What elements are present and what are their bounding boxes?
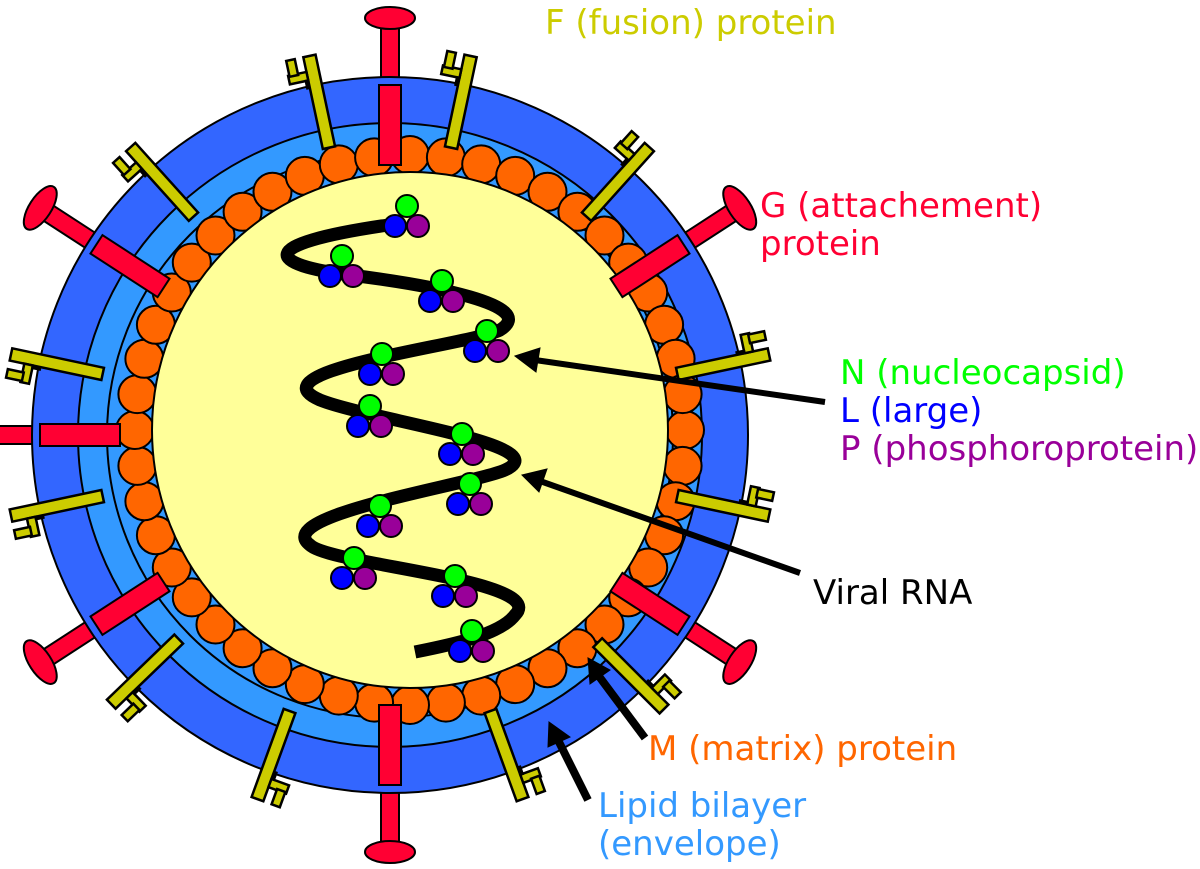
matrix-arrow bbox=[594, 672, 649, 741]
nlp-cluster bbox=[346, 394, 393, 438]
g-protein-stem bbox=[609, 571, 691, 637]
lipid-label-line1: Lipid bilayer bbox=[598, 786, 807, 826]
n-protein bbox=[370, 342, 394, 366]
g-protein-stem bbox=[39, 423, 121, 447]
n-protein bbox=[475, 319, 499, 343]
l-protein bbox=[330, 566, 354, 590]
nlp-cluster bbox=[448, 619, 495, 663]
nlp-cluster bbox=[330, 546, 377, 590]
matrix-protein bbox=[195, 215, 236, 256]
matrix-protein bbox=[115, 410, 155, 450]
l-protein bbox=[418, 289, 442, 313]
nlp-clusters bbox=[318, 194, 510, 663]
rna-arrowhead bbox=[521, 468, 548, 493]
l-protein bbox=[446, 492, 470, 516]
n-protein bbox=[460, 619, 484, 643]
matrix-protein bbox=[584, 215, 625, 256]
rna-arrow bbox=[538, 478, 802, 576]
p-protein bbox=[406, 214, 430, 238]
n-protein bbox=[443, 564, 467, 588]
lipid-label-line2: (envelope) bbox=[598, 824, 781, 864]
n-protein bbox=[368, 494, 392, 518]
n-protein bbox=[430, 269, 454, 293]
p-protein bbox=[353, 566, 377, 590]
l-protein bbox=[383, 214, 407, 238]
p-protein bbox=[441, 289, 465, 313]
p-protein bbox=[341, 264, 365, 288]
l-protein bbox=[431, 584, 455, 608]
matrix-protein bbox=[665, 410, 705, 450]
rna-label: Viral RNA bbox=[813, 573, 973, 613]
nlp-cluster bbox=[438, 422, 485, 466]
l-protein bbox=[448, 639, 472, 663]
l-protein bbox=[358, 362, 382, 386]
n-protein bbox=[342, 546, 366, 570]
nlp-cluster bbox=[318, 244, 365, 288]
lipid-arrow bbox=[554, 738, 592, 802]
n-protein bbox=[358, 394, 382, 418]
p-protein bbox=[454, 584, 478, 608]
p-protein bbox=[381, 362, 405, 386]
large-label: L (large) bbox=[840, 391, 983, 431]
n-protein bbox=[450, 422, 474, 446]
matrix-protein bbox=[195, 604, 236, 645]
n-protein bbox=[330, 244, 354, 268]
l-protein bbox=[438, 442, 462, 466]
attachment-label-line1: G (attachement) bbox=[760, 186, 1043, 226]
nlp-cluster bbox=[356, 494, 403, 538]
nlp-arrow bbox=[534, 357, 826, 405]
nlp-cluster bbox=[431, 564, 478, 608]
matrix-protein bbox=[222, 628, 263, 669]
p-protein bbox=[471, 639, 495, 663]
g-protein-stem bbox=[609, 233, 691, 299]
n-protein bbox=[458, 472, 482, 496]
n-protein bbox=[395, 194, 419, 218]
matrix-protein bbox=[117, 445, 158, 486]
p-protein bbox=[486, 339, 510, 363]
nlp-arrowhead bbox=[513, 347, 541, 373]
l-protein bbox=[346, 414, 370, 438]
l-protein bbox=[356, 514, 380, 538]
p-protein bbox=[379, 514, 403, 538]
interior bbox=[151, 171, 669, 689]
matrix-protein bbox=[425, 682, 466, 723]
matrix-protein bbox=[171, 577, 212, 618]
lipid-arrowhead bbox=[547, 721, 571, 748]
matrix-protein bbox=[171, 242, 212, 283]
g-protein-stem bbox=[378, 84, 402, 166]
g-protein-stem bbox=[378, 704, 402, 786]
g-protein-stem bbox=[89, 571, 171, 637]
matrix-label: M (matrix) protein bbox=[648, 729, 958, 769]
nucleocapsid-label: N (nucleocapsid) bbox=[840, 353, 1126, 393]
l-protein bbox=[318, 264, 342, 288]
p-protein bbox=[461, 442, 485, 466]
matrix-protein bbox=[117, 374, 158, 415]
matrix-protein bbox=[662, 445, 703, 486]
nlp-cluster bbox=[418, 269, 465, 313]
nlp-cluster bbox=[358, 342, 405, 386]
annotation-arrows bbox=[513, 347, 826, 802]
p-protein bbox=[369, 414, 393, 438]
nlp-cluster bbox=[383, 194, 430, 238]
matrix-arrowhead bbox=[587, 657, 611, 685]
attachment-label-line2: protein bbox=[760, 224, 881, 264]
phospho-label: P (phosphoroprotein) bbox=[840, 430, 1199, 468]
fusion-label: F (fusion) protein bbox=[545, 3, 837, 43]
matrix-protein bbox=[222, 191, 263, 232]
g-protein-stem bbox=[89, 233, 171, 299]
p-protein bbox=[469, 492, 493, 516]
nlp-cluster bbox=[463, 319, 510, 363]
l-protein bbox=[463, 339, 487, 363]
protein-stems bbox=[4, 49, 776, 809]
nlp-cluster bbox=[446, 472, 493, 516]
